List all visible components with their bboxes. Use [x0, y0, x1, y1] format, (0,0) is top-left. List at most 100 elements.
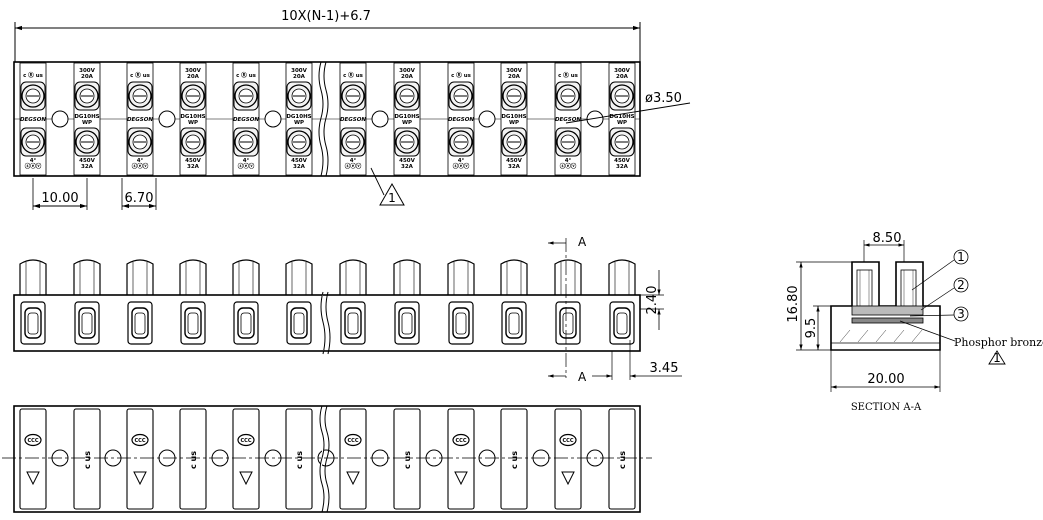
ccc-mark [452, 433, 470, 447]
pole-top-label: c Ⓡ us [130, 71, 151, 79]
pole-middle-label: WP [617, 120, 627, 126]
pole-bottom-label: 32A [401, 164, 414, 170]
top-poles: c Ⓡ usDEGSON4°ⓢⓔⓥ300V20ADG10HSWP450V32Ac… [19, 62, 636, 176]
pole-top-label: 300V [614, 68, 630, 74]
break-mark-bottom [319, 405, 325, 513]
screw-ring [341, 130, 365, 154]
bottom-pole-frame [447, 408, 475, 510]
material-label: Phosphor bronze [954, 336, 1043, 349]
section-marker-top: A [578, 235, 587, 249]
bottom-pole-frame [608, 408, 636, 510]
pole-top-label: 20A [293, 74, 306, 80]
wire-window [609, 301, 635, 345]
overall-dimension-label: 10X(N-1)+6.7 [281, 9, 371, 24]
callout-1-circle [953, 249, 969, 265]
pole-bottom-label: ⓢⓔⓥ [238, 162, 255, 170]
wire-clamp [398, 307, 416, 339]
callout-1-leader [911, 259, 955, 291]
screw-ring [21, 84, 45, 108]
screw-ring [234, 84, 258, 108]
screw-ring [610, 84, 634, 108]
wire-window [180, 301, 206, 345]
pole-bottom-label: 450V [291, 158, 307, 164]
screw-ring [502, 84, 526, 108]
break-mark-bottom-2 [324, 405, 330, 513]
width-dimension-label: 6.70 [125, 191, 154, 206]
pole-middle-label: DG10HS [286, 114, 311, 120]
pole-bottom-label: 32A [508, 164, 521, 170]
screw-ring [449, 84, 473, 108]
wire-clamp-inner [616, 312, 628, 335]
pole-middle-label: WP [294, 120, 304, 126]
sev-mark [561, 471, 575, 486]
ccc-label: CCC [455, 438, 466, 444]
screw-cap [500, 259, 528, 295]
material-note-triangle [988, 350, 1006, 365]
bottom-pole: c us [393, 408, 421, 510]
bottom-pole: CCC [19, 408, 47, 510]
pole-bottom-label: 32A [81, 164, 94, 170]
wire-clamp [131, 307, 149, 339]
pole-top-label: c Ⓡ us [236, 71, 257, 79]
pole-bottom-label: 4° [350, 158, 357, 164]
material-note-number: 1 [993, 351, 1001, 365]
screw-ring [341, 84, 365, 108]
bottom-pole: c us [285, 408, 313, 510]
front-body-outline [13, 294, 641, 352]
bottom-pole-frame [339, 408, 367, 510]
mounting-hole [586, 110, 604, 128]
pole-top-label: 300V [506, 68, 522, 74]
section-clamp [851, 305, 924, 316]
pole-bottom-label: ⓢⓔⓥ [132, 162, 149, 170]
bottom-pole-frame [126, 408, 154, 510]
screw-ring [181, 84, 205, 108]
section-top-width-label: 8.50 [873, 231, 902, 246]
wire-clamp-inner [134, 312, 146, 335]
screw-ring [502, 130, 526, 154]
screw-ring [556, 84, 580, 108]
wire-window [501, 301, 527, 345]
front-caps [19, 259, 636, 295]
pole-top-label: c Ⓡ us [558, 71, 579, 79]
break-mark-top [318, 61, 324, 177]
wire-window [286, 301, 312, 345]
screw-cap [73, 259, 101, 295]
bottom-pole: c us [500, 408, 528, 510]
section-height-label: 16.80 [786, 285, 801, 322]
pole-bottom-label: 450V [79, 158, 95, 164]
section-hatch-4 [893, 329, 905, 343]
wire-clamp [290, 307, 308, 339]
bottom-pole-frame [500, 408, 528, 510]
pole-top-label: 20A [616, 74, 629, 80]
wire-clamp [559, 307, 577, 339]
sev-mark [26, 471, 40, 486]
pole-middle-label: DEGSON [555, 117, 581, 123]
note-leader [370, 167, 385, 196]
bottom-pole-frame [179, 408, 207, 510]
wire-clamp-inner [81, 312, 93, 335]
pole-bottom-label: 32A [187, 164, 200, 170]
pole-bottom-label: 4° [137, 158, 144, 164]
screw-ring [75, 84, 99, 108]
wire-clamp-inner [293, 312, 305, 335]
section-strip [851, 317, 924, 324]
bottom-pole: c us [179, 408, 207, 510]
section-hatch-3 [875, 329, 887, 343]
screw-ring [449, 130, 473, 154]
pole-bottom-label: 450V [614, 158, 630, 164]
screw-ring [287, 130, 311, 154]
sev-mark [346, 471, 360, 486]
mounting-hole [264, 110, 282, 128]
mounting-hole [51, 110, 69, 128]
bottom-pole-frame [285, 408, 313, 510]
pitch-dimension-label: 10.00 [41, 191, 78, 206]
bottom-pole-frame [232, 408, 260, 510]
